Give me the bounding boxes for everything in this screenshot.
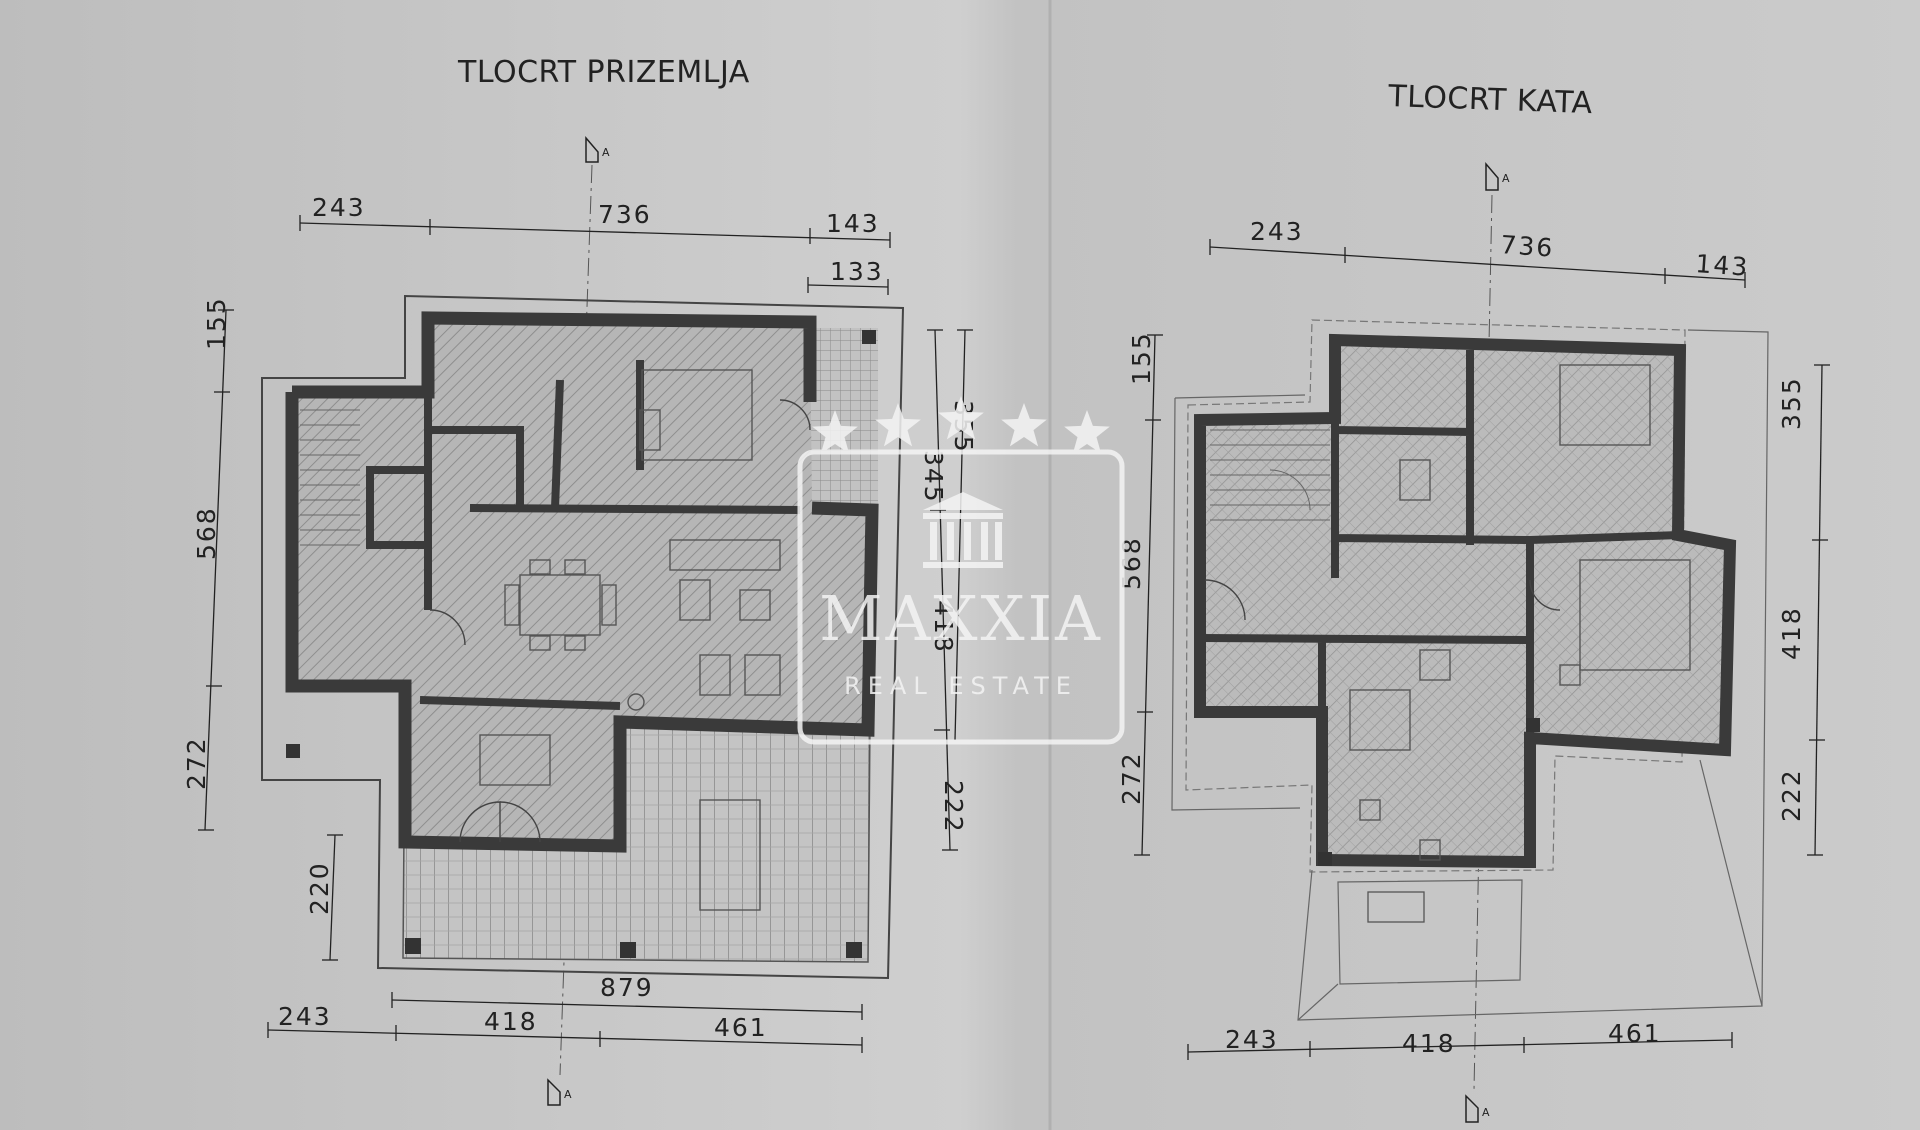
- ground-top-dimensions: [299, 215, 891, 295]
- watermark-tagline: REAL ESTATE: [844, 672, 1078, 700]
- furniture: [1349, 364, 1691, 861]
- dim-right-222: 222: [939, 780, 968, 834]
- dim-bottom-461: 461: [1608, 1019, 1662, 1048]
- section-marker-label: A: [1482, 1106, 1490, 1119]
- outdoor-table: [1367, 891, 1425, 923]
- section-marker-bottom: A: [1465, 1094, 1490, 1123]
- maxxia-watermark: MAXXIA REAL ESTATE: [797, 396, 1125, 745]
- dim-left-155: 155: [1127, 331, 1156, 385]
- ground-bottom-dimensions: [267, 992, 863, 1053]
- doors: [429, 399, 811, 843]
- upper-bottom-dimensions: [1187, 1032, 1733, 1060]
- dim-bottom-418: 418: [484, 1007, 538, 1036]
- dim-right-418: 418: [1777, 606, 1806, 660]
- interior-walls: [1199, 350, 1681, 738]
- star-icon: [812, 410, 858, 454]
- section-marker-top: A: [1485, 161, 1510, 191]
- doors: [1204, 579, 1561, 621]
- section-marker-label: A: [602, 146, 610, 159]
- star-icon: [1001, 403, 1047, 447]
- dim-right-222: 222: [1777, 768, 1806, 822]
- upper-floor-plan: TLOCRT KATA A A: [1117, 79, 1830, 1123]
- building-logo-icon: [923, 492, 1003, 568]
- section-marker-label: A: [564, 1088, 572, 1101]
- dim-top-736: 736: [1500, 230, 1556, 263]
- columns: [1318, 718, 1540, 866]
- dim-bottom-243: 243: [1225, 1025, 1279, 1054]
- dim-left-155: 155: [202, 296, 231, 350]
- dim-top-133: 133: [830, 257, 884, 286]
- dim-bottom-243: 243: [278, 1002, 332, 1031]
- dim-top-143: 143: [1695, 249, 1751, 282]
- lower-roof: [1297, 759, 1763, 1021]
- star-icon: [875, 403, 921, 447]
- staircase: [1210, 429, 1330, 521]
- plot-outline: [261, 294, 905, 980]
- watermark-frame: [797, 449, 1125, 745]
- dim-top-243: 243: [312, 193, 366, 222]
- star-icon: [938, 396, 984, 440]
- dim-top-736: 736: [598, 200, 652, 229]
- dim-bottom-879: 879: [600, 973, 654, 1002]
- dim-top-243: 243: [1250, 217, 1304, 246]
- ground-left-dimensions: [198, 309, 343, 961]
- watermark-brand: MAXXIA: [819, 582, 1103, 655]
- ground-plan-title: TLOCRT PRIZEMLJA: [457, 55, 750, 90]
- columns: [286, 330, 876, 958]
- dim-bottom-461: 461: [714, 1013, 768, 1042]
- dim-left-272: 272: [182, 736, 211, 790]
- furniture: [479, 369, 781, 911]
- dim-left-272: 272: [1117, 751, 1146, 805]
- dim-bottom-418: 418: [1402, 1029, 1456, 1058]
- staircase: [300, 409, 360, 546]
- watermark-stars: [812, 396, 1110, 454]
- star-icon: [1064, 410, 1110, 454]
- dim-right-418: 418: [929, 600, 958, 654]
- dim-left-220: 220: [305, 861, 334, 915]
- dim-top-143: 143: [826, 209, 880, 238]
- ground-floor-interior: [292, 318, 872, 846]
- dim-left-568: 568: [192, 506, 221, 560]
- upper-right-dimensions: [1807, 364, 1830, 856]
- dim-right-345: 345: [919, 450, 948, 504]
- roof-outline-dashed: [1185, 319, 1686, 873]
- section-marker-bottom: A: [547, 1078, 572, 1106]
- upper-left-dimensions: [1134, 334, 1163, 856]
- section-marker-top: A: [585, 135, 610, 163]
- upper-plan-title: TLOCRT KATA: [1387, 79, 1594, 121]
- ground-floor-plan: TLOCRT PRIZEMLJA A A: [182, 55, 978, 1106]
- exterior-walls: [285, 311, 879, 853]
- section-marker-label: A: [1502, 172, 1510, 185]
- upper-top-dimensions: [1209, 239, 1746, 288]
- dim-right-355: 355: [1777, 376, 1806, 430]
